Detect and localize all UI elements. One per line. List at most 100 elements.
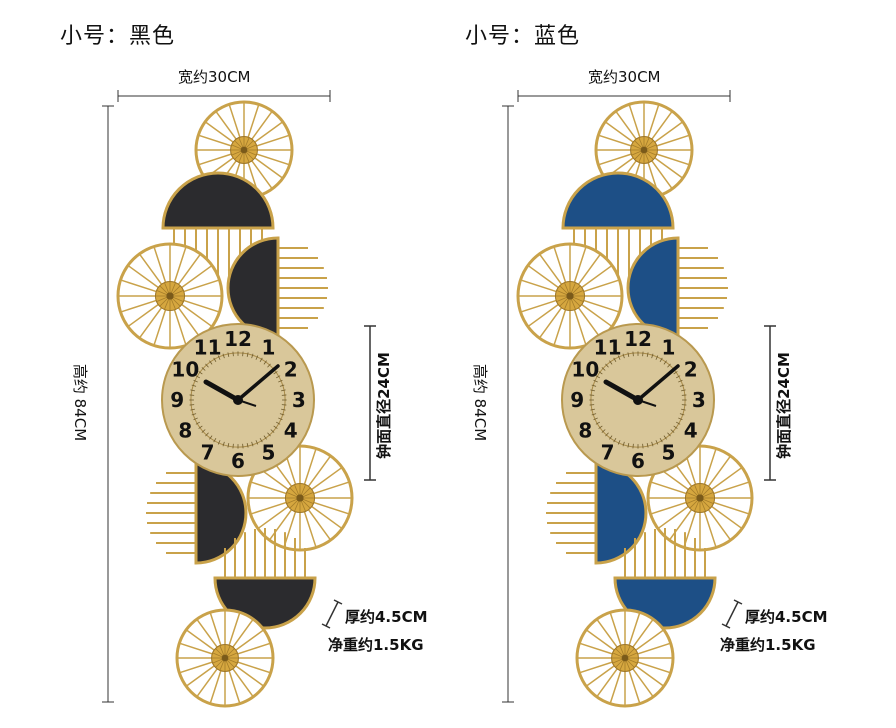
minute-tick [281,408,286,411]
clock-numeral: 12 [624,327,652,351]
wheel-spoke [706,455,732,490]
wheel-spoke [172,306,187,346]
color-half-disc [626,236,680,340]
wheel-spoke [233,629,265,653]
wheel-spoke [653,152,690,166]
wheel-spoke [634,660,671,674]
minute-tick [217,440,221,445]
minute-tick [593,417,598,421]
wheel-spoke [176,253,202,288]
minute-tick [209,360,213,365]
wheel-spoke [553,306,568,346]
wheel-spoke [633,629,665,653]
minute-tick [679,384,685,387]
clock-numeral: 12 [224,327,252,351]
wheel-spoke [604,121,636,145]
minute-tick [205,363,209,368]
gold-bar-half-disc [276,238,328,338]
minute-tick [651,441,654,447]
wheel-spoke [596,618,620,650]
wheel-spoke [178,302,213,328]
thickness-label: 厚约4.5CM [345,608,428,626]
wheel-spoke [249,110,273,142]
minute-tick [609,435,613,440]
hub-center [621,654,629,662]
wheel-spoke [198,134,235,148]
minute-tick [213,437,217,443]
wheel-spoke [646,104,660,141]
clock-numeral: 10 [571,358,599,382]
thickness-marker [325,601,339,627]
clock-numeral: 8 [178,418,192,442]
wheel-spoke [527,264,562,290]
wheel-spoke [708,466,743,492]
minute-tick [590,408,595,411]
clock-numeral: 5 [261,441,275,465]
minute-tick [279,413,285,416]
clock-numeral: 7 [201,441,215,465]
wheel-spoke [204,121,236,145]
spoke-wheel-ornament [246,444,354,552]
minute-tick [246,443,249,448]
variant-title: 小号：黑色 [60,24,176,49]
hub-center [240,146,248,154]
spoke-wheel-ornament [516,242,624,350]
wheel-spoke [576,304,602,339]
wheel-spoke [198,152,235,166]
minute-tick [190,408,195,411]
minute-tick [222,353,225,359]
color-half-disc [594,461,648,565]
minute-tick [655,355,659,360]
minute-tick [205,432,209,437]
wheel-spoke [572,306,587,346]
minute-tick [193,417,198,421]
minute-tick [275,375,281,379]
minute-tick [590,389,595,392]
minute-tick [273,425,278,429]
wheel-spoke [179,642,216,656]
minute-tick [191,413,197,416]
wheel-spoke [310,500,350,515]
hour-hand [603,379,641,403]
wheel-spoke [310,481,350,496]
minute-tick [601,429,606,433]
minute-tick [195,375,201,379]
minute-tick [255,440,259,445]
wheel-spoke [527,302,562,328]
wheel-spoke [209,612,223,649]
hub-center [566,292,574,300]
minute-tick [613,357,617,363]
wheel-spoke [633,663,665,687]
wheel-spoke [538,253,564,288]
wheel-spoke [138,253,164,288]
wheel-spoke [580,279,620,294]
wheel-spoke [127,264,162,290]
clock-numeral: 4 [684,418,698,442]
minute-tick [646,443,649,448]
minute-tick [201,429,206,433]
hub-center [221,654,229,662]
spoke-wheel-ornament [175,608,275,708]
wheel-spoke [120,279,160,294]
hub-center [640,146,648,154]
wheel-spoke [520,298,560,313]
clock-center-cap [633,395,643,405]
wheel-spoke [576,253,602,288]
weight-label: 净重约1.5KG [720,636,816,654]
wheel-spoke [609,667,623,704]
wheel-spoke [615,110,639,142]
wheel-spoke [650,500,690,515]
minute-tick [613,437,617,443]
product-variant-black: 小号：黑色 宽约30CM 高约 84CM 钟面直径24CM 厚约4.5CM 净重… [0,0,440,728]
minute-tick [598,371,603,375]
minute-tick [279,384,285,387]
minute-tick [198,425,203,429]
minute-tick [593,379,598,383]
gold-bar-half-disc [546,463,598,563]
minute-tick [617,440,621,445]
wheel-spoke [215,110,239,142]
wheel-spoke [657,504,692,530]
width-label: 宽约30CM [178,68,251,86]
gold-bar-half-disc [146,463,198,563]
